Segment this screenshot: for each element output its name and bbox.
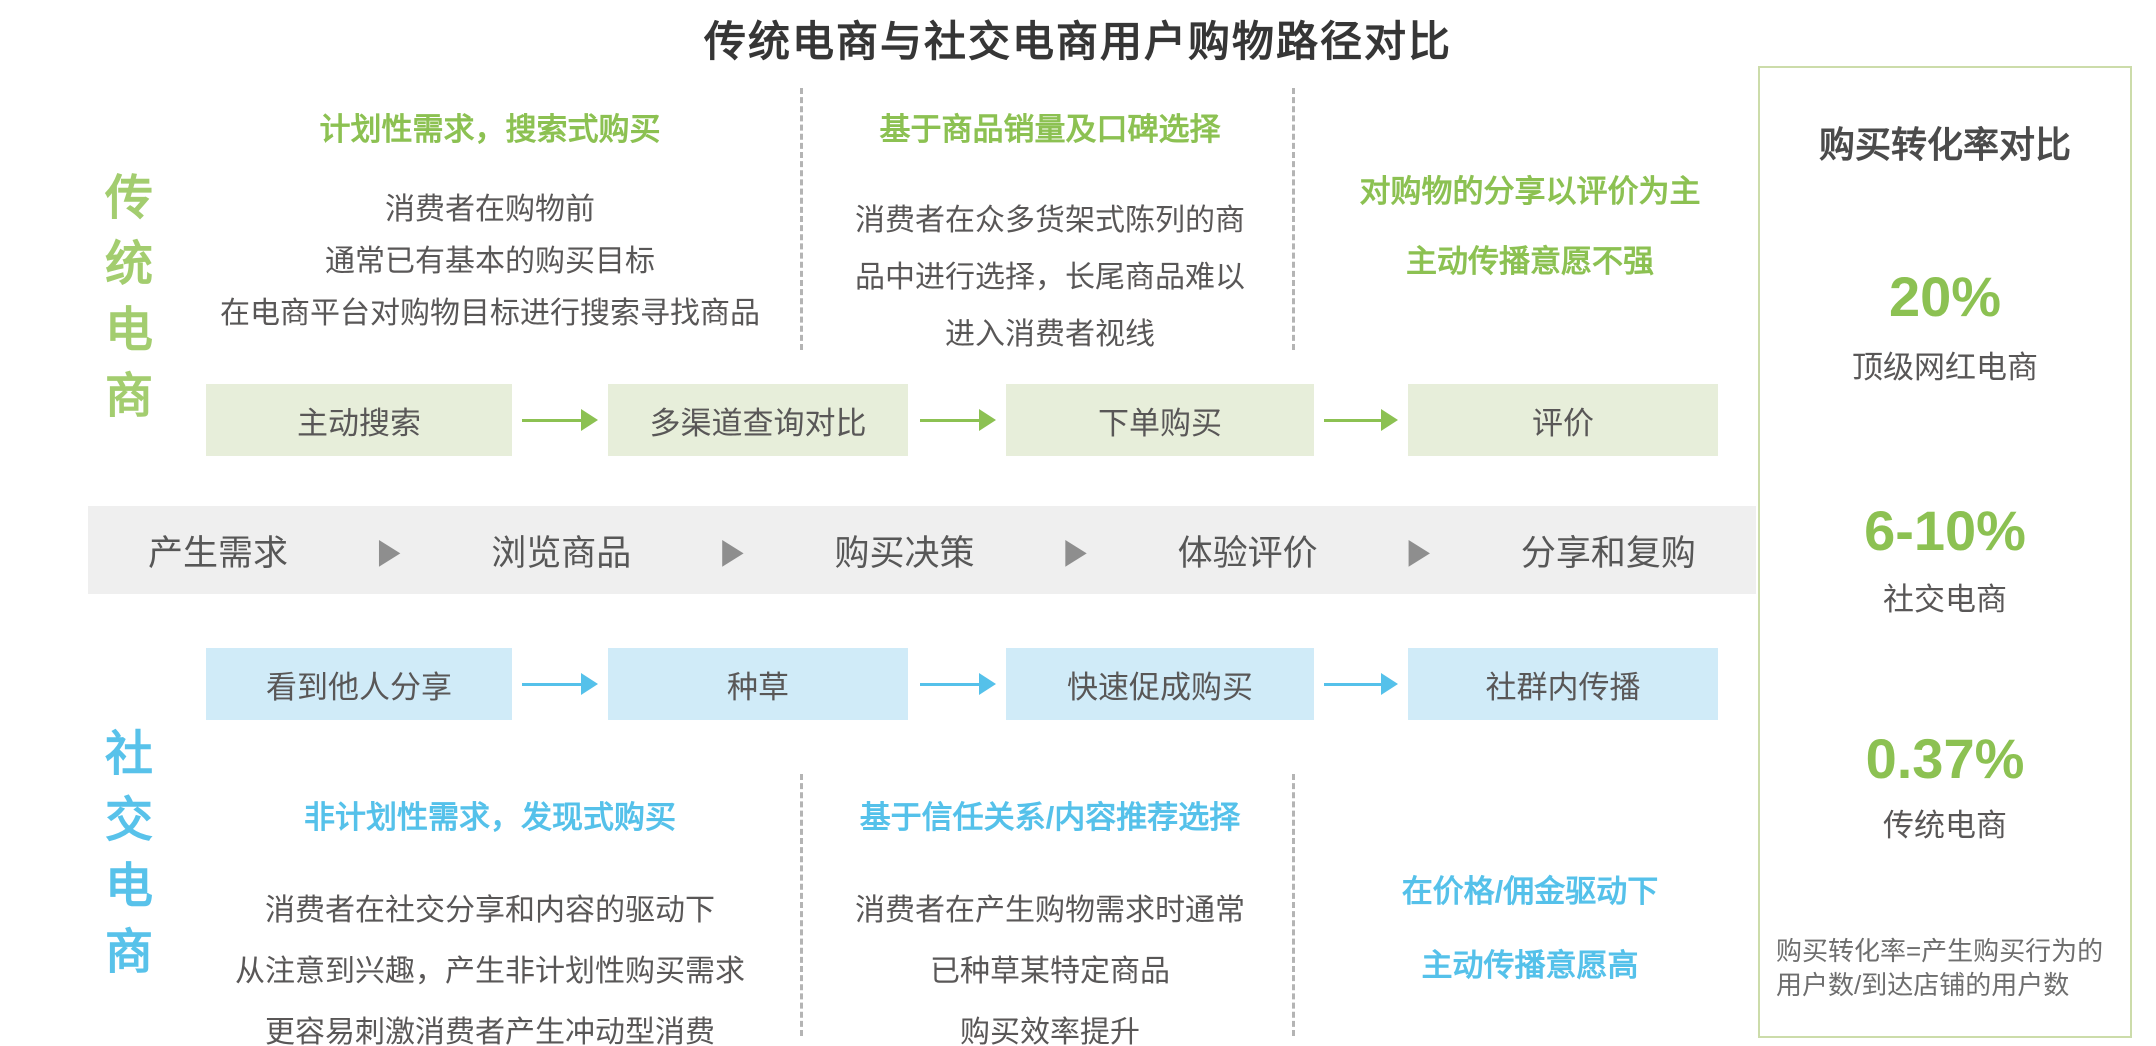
arrow-shaft — [920, 418, 979, 422]
body-line: 消费者在众多货架式陈列的商 — [855, 204, 1245, 237]
journey-stage: 浏览商品 — [491, 533, 632, 573]
conversion-rate-panel: 购买转化率对比 20% 顶级网红电商 6-10% 社交电商 0.37% 传统电商… — [1758, 66, 2132, 1038]
arrow-right-icon — [920, 648, 996, 720]
flow-step-box: 主动搜索 — [206, 384, 512, 456]
arrow-shaft — [522, 418, 581, 422]
stat-value: 20% — [1888, 265, 2002, 328]
arrow-head — [979, 409, 996, 431]
body-line: 从注意到兴趣，产生非计划性购买需求 — [235, 955, 745, 988]
social-col3-header-line2: 主动传播意愿高 — [1421, 948, 1639, 983]
column-divider — [800, 88, 803, 350]
traditional-col1-header: 计划性需求，搜索式购买 — [319, 112, 661, 147]
social-ecommerce-label: 社交电商 — [97, 728, 150, 992]
body-line: 在电商平台对购物目标进行搜索寻找商品 — [220, 297, 760, 330]
body-line: 进入消费者视线 — [945, 318, 1155, 351]
stat-value: 0.37% — [1865, 727, 2025, 790]
panel-footnote: 购买转化率=产生购买行为的用户数/到达店铺的用户数 — [1776, 936, 2104, 1000]
arrow-head — [581, 409, 598, 431]
column-divider — [1292, 774, 1295, 1036]
arrow-head — [1381, 673, 1398, 695]
arrow-right-icon — [920, 384, 996, 456]
journey-arrow-icon: ▶ — [378, 530, 401, 570]
arrow-right-icon — [522, 648, 598, 720]
body-line: 消费者在产生购物需求时通常 — [855, 894, 1245, 927]
arrow-shaft — [920, 682, 979, 686]
journey-stage: 体验评价 — [1177, 533, 1318, 573]
flow-step-box: 评价 — [1408, 384, 1718, 456]
column-divider — [1292, 88, 1295, 350]
arrow-shaft — [1324, 418, 1381, 422]
journey-arrow-icon: ▶ — [722, 530, 744, 570]
traditional-col1-body: 消费者在购物前 通常已有基本的购买目标 在电商平台对购物目标进行搜索寻找商品 — [150, 184, 830, 340]
arrow-right-icon — [522, 384, 598, 456]
arrow-shaft — [522, 682, 581, 686]
flow-step-box: 社群内传播 — [1408, 648, 1718, 720]
body-line: 更容易刺激消费者产生冲动型消费 — [265, 1016, 715, 1046]
journey-stage: 分享和复购 — [1520, 533, 1696, 573]
traditional-col3-header-line1: 对购物的分享以评价为主 — [1359, 174, 1701, 209]
body-line: 购买效率提升 — [960, 1016, 1140, 1046]
flow-step-box: 种草 — [608, 648, 908, 720]
stat-value: 6-10% — [1864, 499, 2026, 562]
arrow-head — [1381, 409, 1398, 431]
column-divider — [800, 774, 803, 1036]
body-line: 消费者在社交分享和内容的驱动下 — [265, 894, 715, 927]
social-col3-header-line1: 在价格/佣金驱动下 — [1401, 874, 1659, 909]
flow-step-box: 下单购买 — [1006, 384, 1314, 456]
journey-stage: 购买决策 — [834, 533, 975, 573]
stat-label: 传统电商 — [1883, 808, 2007, 843]
stat-label: 顶级网红电商 — [1852, 350, 2038, 385]
body-line: 已种草某特定商品 — [930, 955, 1170, 988]
page-title: 传统电商与社交电商用户购物路径对比 — [703, 18, 1452, 65]
arrow-head — [581, 673, 598, 695]
traditional-col2-body: 消费者在众多货架式陈列的商 品中进行选择，长尾商品难以 进入消费者视线 — [830, 192, 1270, 363]
journey-stage: 产生需求 — [148, 533, 289, 573]
social-col1-header: 非计划性需求，发现式购买 — [304, 800, 676, 835]
arrow-shaft — [1324, 682, 1381, 686]
panel-title: 购买转化率对比 — [1818, 124, 2071, 165]
flow-step-box: 多渠道查询对比 — [608, 384, 908, 456]
social-col2-body: 消费者在产生购物需求时通常 已种草某特定商品 购买效率提升 — [830, 880, 1270, 1046]
body-line: 品中进行选择，长尾商品难以 — [855, 261, 1245, 294]
arrow-head — [979, 673, 996, 695]
arrow-right-icon — [1324, 648, 1398, 720]
flow-step-box: 看到他人分享 — [206, 648, 512, 720]
journey-arrow-icon: ▶ — [1408, 530, 1431, 570]
arrow-right-icon — [1324, 384, 1398, 456]
journey-bar: 产生需求 ▶ 浏览商品 ▶ 购买决策 ▶ 体验评价 ▶ 分享和复购 — [88, 506, 1756, 594]
traditional-ecommerce-label: 传统电商 — [97, 172, 150, 436]
flow-step-box: 快速促成购买 — [1006, 648, 1314, 720]
stat-label: 社交电商 — [1883, 582, 2007, 617]
social-col1-body: 消费者在社交分享和内容的驱动下 从注意到兴趣，产生非计划性购买需求 更容易刺激消… — [150, 880, 830, 1046]
traditional-col2-header: 基于商品销量及口碑选择 — [879, 112, 1221, 147]
body-line: 通常已有基本的购买目标 — [325, 245, 655, 278]
social-col2-header: 基于信任关系/内容推荐选择 — [859, 800, 1241, 835]
journey-arrow-icon: ▶ — [1065, 530, 1087, 570]
traditional-col3-header-line2: 主动传播意愿不强 — [1406, 244, 1654, 279]
body-line: 消费者在购物前 — [385, 193, 595, 226]
